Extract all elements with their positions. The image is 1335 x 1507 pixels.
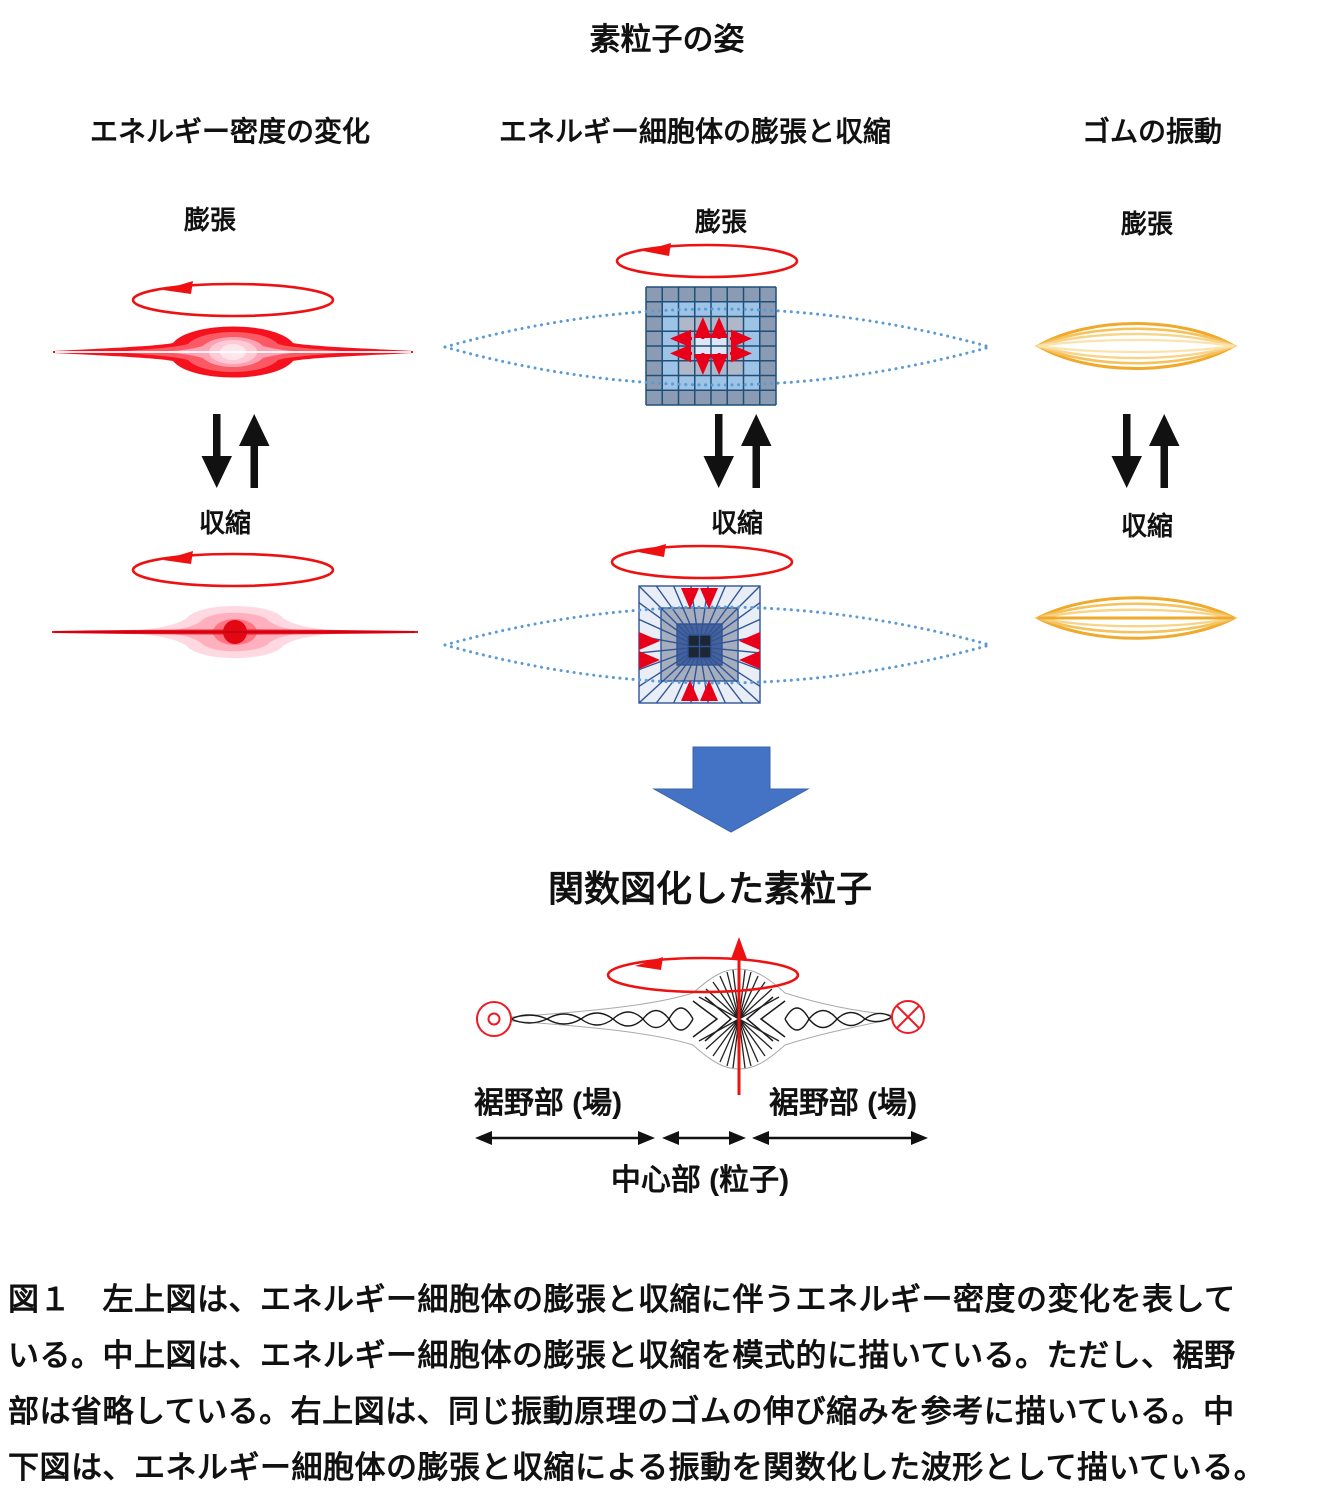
expand-label-middle: 膨張	[694, 207, 748, 237]
field-dotted-lens	[443, 307, 992, 387]
range-arrows	[475, 1131, 928, 1145]
field-dotted-lens	[443, 605, 992, 685]
outward-arrows	[670, 317, 752, 375]
contract-label-right: 収縮	[1120, 511, 1174, 541]
density-spindle-contracted	[52, 606, 418, 658]
circled-cross-icon	[891, 1000, 925, 1034]
waveform-strands	[510, 996, 893, 1042]
rotation-arrow-icon	[615, 243, 799, 279]
inward-arrows	[639, 588, 760, 701]
column-header-rubber: ゴムの振動	[1081, 116, 1223, 147]
rotation-arrow-icon	[131, 551, 335, 588]
energy-density-contracted-figure	[52, 551, 418, 658]
spin-axis-arrow	[731, 937, 747, 1095]
energy-cell-contracted-figure	[443, 544, 992, 704]
particle-waveform-figure	[476, 937, 925, 1095]
cell-grid-expanded	[645, 286, 777, 406]
right-field-label: 裾野部 (場)	[768, 1087, 918, 1120]
center-particle-label: 中心部 (粒子)	[610, 1164, 790, 1197]
caption-line-4: 下図は、エネルギー細胞体の膨張と収縮による振動を関数化した波形として描いている。	[8, 1450, 1266, 1485]
rotation-arrow-icon	[131, 281, 335, 318]
caption-line-1: 図１ 左上図は、エネルギー細胞体の膨張と収縮に伴うエネルギー密度の変化を表して	[8, 1282, 1236, 1317]
down-block-arrow-icon	[652, 746, 810, 833]
updown-arrows-left	[201, 414, 270, 488]
column-header-energy-density: エネルギー密度の変化	[89, 116, 371, 147]
expand-label-right: 膨張	[1120, 209, 1174, 239]
updown-arrows-right	[1111, 414, 1180, 488]
density-spindle-expanded	[53, 326, 413, 378]
rotation-arrow-icon	[606, 956, 800, 994]
contract-label-middle: 収縮	[710, 508, 764, 538]
function-diagram-heading: 関数図化した素粒子	[547, 868, 873, 909]
expand-label-left: 膨張	[183, 205, 237, 235]
rubber-expanded-figure	[1033, 322, 1239, 370]
contract-label-left: 収縮	[198, 508, 252, 538]
updown-arrows-middle	[703, 414, 772, 488]
caption-line-3: 部は省略している。右上図は、同じ振動原理のゴムの伸び縮みを参考に描いている。中	[8, 1394, 1235, 1429]
waveform-starburst	[698, 969, 780, 1069]
figure-caption: 図１ 左上図は、エネルギー細胞体の膨張と収縮に伴うエネルギー密度の変化を表して …	[8, 1272, 1330, 1496]
waveform-envelope	[510, 968, 893, 1070]
energy-density-expanded-figure	[53, 281, 413, 378]
energy-cell-expanded-figure	[443, 243, 992, 406]
circled-dot-icon	[476, 1001, 512, 1037]
page-title: 素粒子の姿	[589, 22, 745, 57]
column-header-energy-cell: エネルギー細胞体の膨張と収縮	[498, 116, 892, 147]
cell-grid-contracted	[638, 585, 761, 704]
rubber-contracted-figure	[1034, 596, 1238, 640]
caption-line-2: いる。中上図は、エネルギー細胞体の膨張と収縮を模式的に描いている。ただし、裾野	[8, 1338, 1236, 1373]
left-field-label: 裾野部 (場)	[473, 1087, 623, 1120]
rotation-arrow-icon	[610, 544, 794, 580]
